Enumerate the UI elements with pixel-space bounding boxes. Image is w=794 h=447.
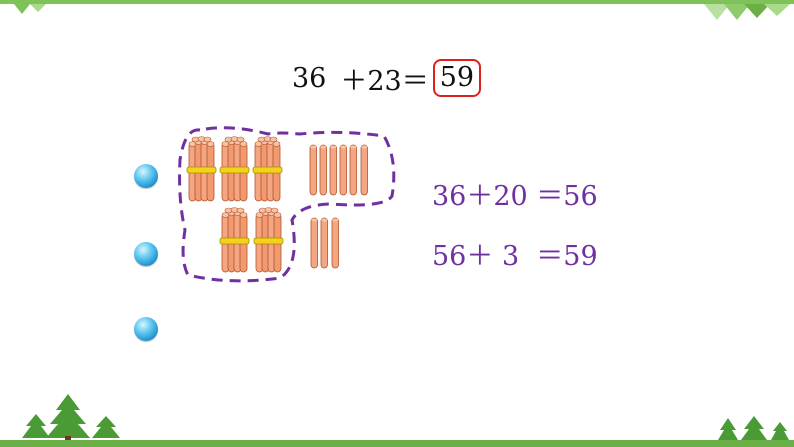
singles-row-2 bbox=[310, 217, 339, 269]
bullet-3 bbox=[134, 317, 158, 341]
step-2-equation: 56＋ 3 ＝59 bbox=[432, 241, 598, 272]
equation-left: 36 bbox=[292, 62, 327, 94]
singles-row-1 bbox=[309, 144, 368, 196]
step-1-equation: 36＋20 ＝56 bbox=[432, 181, 598, 212]
bullet-1 bbox=[134, 164, 158, 188]
tree-group-left-icon bbox=[22, 394, 120, 440]
main-equation: 36 ＋23＝59 bbox=[292, 58, 482, 98]
bottom-grass-bar bbox=[0, 440, 794, 447]
bullet-2 bbox=[134, 242, 158, 266]
top-left-triangles bbox=[14, 4, 46, 14]
bundle-row-1 bbox=[186, 136, 283, 202]
equation-equals: ＝ bbox=[401, 65, 429, 97]
bundle-row-2 bbox=[219, 207, 284, 273]
equation-answer: 59 bbox=[432, 59, 482, 97]
tree-group-right-icon bbox=[718, 416, 789, 440]
top-right-triangles bbox=[704, 4, 790, 20]
grouping-outline bbox=[178, 126, 396, 283]
top-decor-bar bbox=[0, 0, 794, 4]
equation-operation: ＋23 bbox=[340, 65, 402, 97]
